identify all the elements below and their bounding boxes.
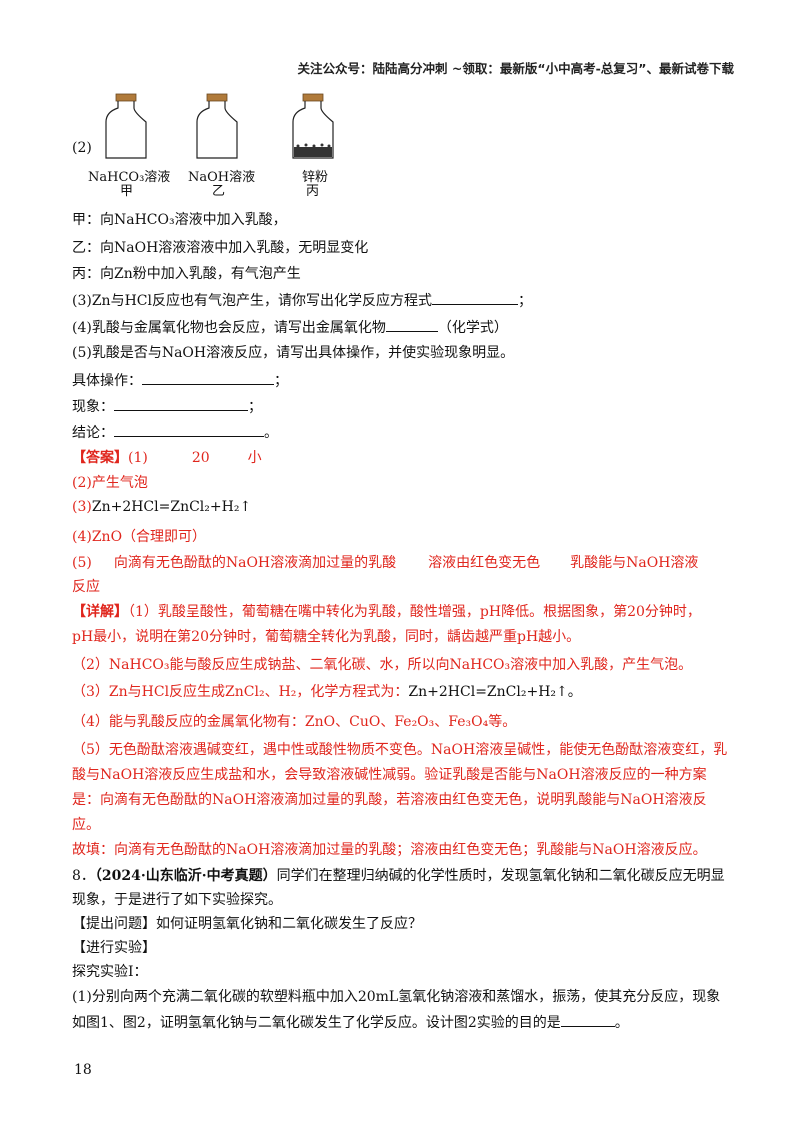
answer-3: (3)Zn+2HCl=ZnCl₂+H₂↑ bbox=[72, 499, 252, 515]
obs-bing: 丙：向Zn粉中加入乳酸，有气泡产生 bbox=[72, 266, 301, 282]
question-8-exp: 【进行实验】 bbox=[72, 940, 156, 956]
obs-yi: 乙：向NaOH溶液溶液中加入乳酸，无明显变化 bbox=[72, 240, 369, 256]
bottles-figure bbox=[105, 93, 334, 159]
question-8-exp1: 探究实验Ⅰ： bbox=[72, 964, 148, 980]
answer-tag: 【答案】 bbox=[72, 450, 128, 466]
question-8-source: （2024·山东临沂·中考真题） bbox=[94, 868, 277, 884]
detail-2: （2）NaHCO₃能与酸反应生成钠盐、二氧化碳、水，所以向NaHCO₃溶液中加入… bbox=[72, 657, 693, 673]
figure-number: (2) bbox=[72, 140, 92, 156]
answer-blank-phenomenon[interactable] bbox=[114, 396, 248, 411]
answer-blank-operation[interactable] bbox=[142, 370, 274, 385]
question-5: (5)乳酸是否与NaOH溶液反应，请写出具体操作，并使实验现象明显。 bbox=[72, 345, 515, 361]
detail-fill: 故填：向滴有无色酚酞的NaOH溶液滴加过量的乳酸；溶液由红色变无色；乳酸能与Na… bbox=[72, 842, 707, 858]
page-header: 关注公众号：陆陆高分冲刺 ~领取：最新版“小中高考-总复习”、最新试卷下载 bbox=[297, 61, 734, 76]
page-number: 18 bbox=[74, 1062, 92, 1078]
obs-jia: 甲：向NaHCO₃溶液中加入乳酸， bbox=[72, 212, 287, 228]
answer-3-equation: Zn+2HCl=ZnCl₂+H₂↑ bbox=[91, 499, 252, 515]
bottle-name-yi: 乙 bbox=[212, 184, 226, 199]
question-3: (3)Zn与HCl反应也有气泡产生，请你写出化学反应方程式； bbox=[72, 290, 730, 311]
bottle-jia-icon bbox=[105, 93, 147, 159]
question-8-p1a: (1)分别向两个充满二氧化碳的软塑料瓶中加入20mL氢氧化钠溶液和蒸馏水，振荡，… bbox=[72, 989, 721, 1005]
detail-tag: 【详解】 bbox=[72, 604, 128, 620]
bottle-bing-icon bbox=[292, 93, 334, 159]
answer-2: (2)产生气泡 bbox=[72, 475, 148, 491]
question-8-p1b: 如图1、图2，证明氢氧化钠与二氧化碳发生了化学反应。设计图2实验的目的是。 bbox=[72, 1012, 730, 1033]
bottle-yi-icon bbox=[196, 93, 238, 159]
detail-1b: pH最小，说明在第20分钟时，葡萄糖全转化为乳酸，同时，龋齿越严重pH越小。 bbox=[72, 629, 581, 645]
detail-4: （4）能与乳酸反应的金属氧化物有：ZnO、CuO、Fe₂O₃、Fe₃O₄等。 bbox=[72, 714, 517, 730]
detail-3: （3）Zn与HCl反应生成ZnCl₂、H₂，化学方程式为：Zn+2HCl=ZnC… bbox=[72, 684, 582, 700]
detail-1a: 【详解】（1）乳酸呈酸性，葡萄糖在嘴中转化为乳酸，酸性增强，pH降低。根据图象，… bbox=[72, 604, 701, 620]
bottle-name-bing: 丙 bbox=[306, 184, 320, 199]
answer-blank-q4[interactable] bbox=[385, 317, 438, 332]
detail-5b: 酸与NaOH溶液反应生成盐和水，会导致溶液碱性减弱。验证乳酸是否能与NaOH溶液… bbox=[72, 767, 707, 783]
answer-5-cont: 反应 bbox=[72, 579, 100, 595]
phenomenon-line: 现象：； bbox=[72, 396, 730, 417]
answer-4: (4)ZnO（合理即可） bbox=[72, 529, 207, 545]
question-8-ask: 【提出问题】如何证明氢氧化钠和二氧化碳发生了反应？ bbox=[72, 916, 422, 932]
bottle-label-bing: 锌粉 bbox=[302, 170, 329, 185]
bottle-label-yi: NaOH溶液 bbox=[188, 170, 256, 185]
conclusion-line: 结论：。 bbox=[72, 422, 730, 443]
answer-blank-q3[interactable] bbox=[431, 290, 518, 305]
question-8-line1: 8．（2024·山东临沂·中考真题）同学们在整理归纳碱的化学性质时，发现氢氧化钠… bbox=[72, 868, 725, 884]
bottle-label-jia: NaHCO₃溶液 bbox=[88, 170, 171, 185]
question-4: (4)乳酸与金属氧化物也会反应，请写出金属氧化物（化学式） bbox=[72, 317, 730, 338]
bottle-name-jia: 甲 bbox=[120, 184, 134, 199]
detail-5d: 应。 bbox=[72, 817, 100, 833]
detail-5a: （5）无色酚酞溶液遇碱变红，遇中性或酸性物质不变色。NaOH溶液呈碱性，能使无色… bbox=[72, 742, 728, 758]
detail-5c: 是：向滴有无色酚酞的NaOH溶液滴加过量的乳酸，若溶液由红色变无色，说明乳酸能与… bbox=[72, 792, 707, 808]
question-8-line2: 现象，于是进行了如下实验探究。 bbox=[72, 892, 282, 908]
answer-blank-conclusion[interactable] bbox=[114, 422, 264, 437]
answer-5: (5)向滴有无色酚酞的NaOH溶液滴加过量的乳酸溶液由红色变无色乳酸能与NaOH… bbox=[72, 555, 699, 571]
answer-blank-q8-1[interactable] bbox=[560, 1012, 615, 1027]
operation-line: 具体操作：； bbox=[72, 370, 730, 391]
detail-3-equation: Zn+2HCl=ZnCl₂+H₂↑。 bbox=[408, 684, 582, 700]
